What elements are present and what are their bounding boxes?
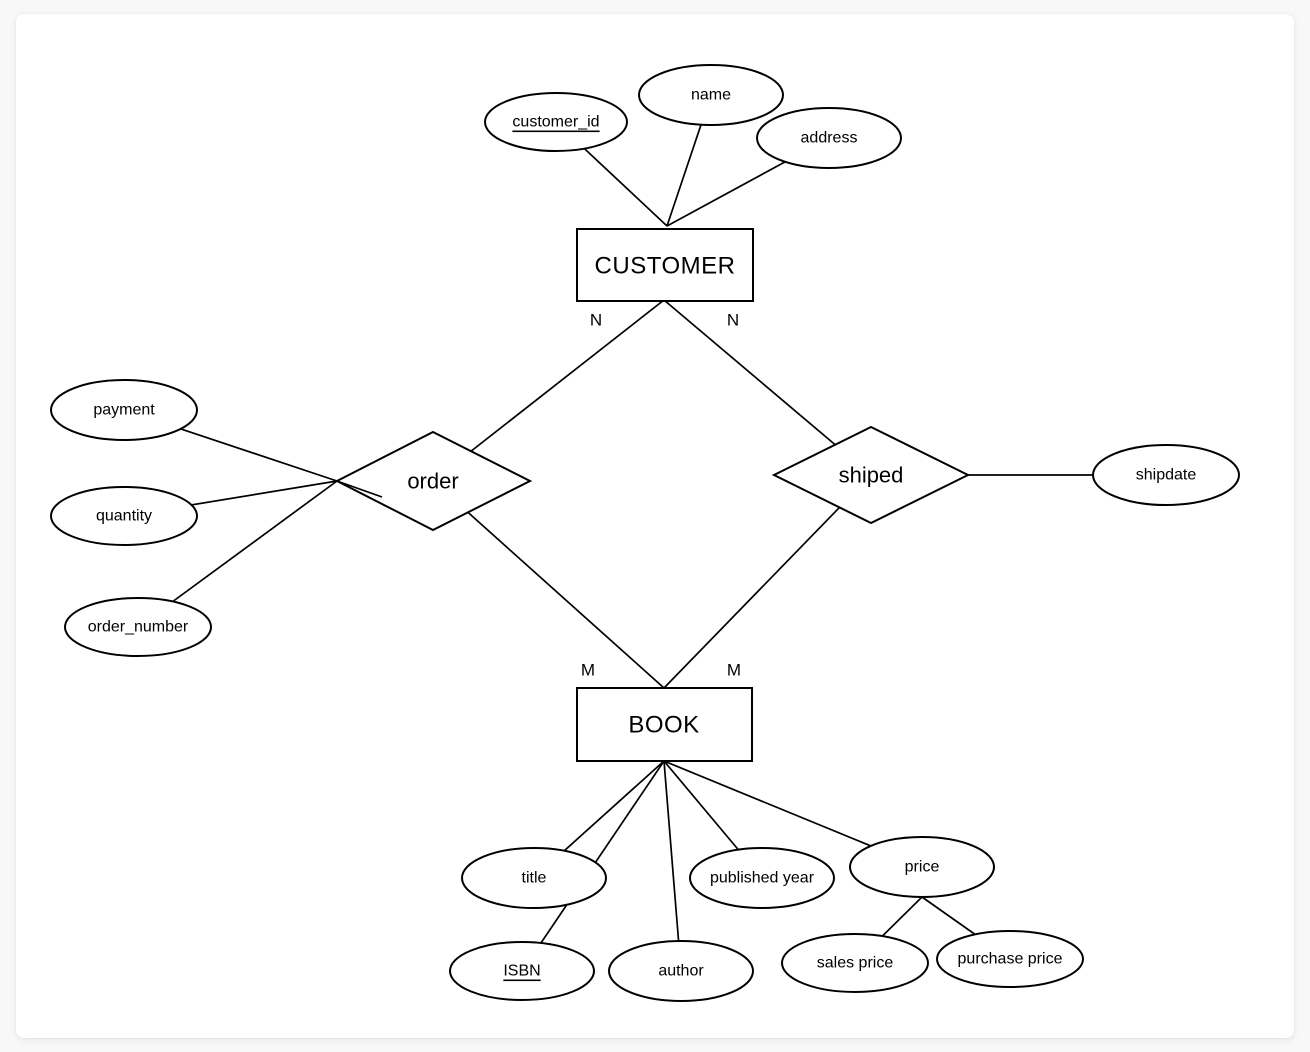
attribute-address: address — [756, 107, 902, 169]
edge-book-author — [663, 760, 682, 972]
attribute-sales-price-ellipse — [781, 933, 929, 993]
attribute-customer-id: customer_id — [484, 92, 628, 152]
attribute-published-year-label: published year — [710, 870, 815, 887]
connector-lines — [123, 94, 1166, 972]
entity-customer-label: CUSTOMER — [595, 253, 736, 280]
attribute-name: name — [638, 64, 784, 126]
attribute-order-number: order_number — [64, 597, 212, 657]
cardinality-book-order: M — [581, 661, 595, 680]
attribute-title-ellipse — [461, 847, 607, 909]
attribute-address-ellipse — [756, 107, 902, 169]
attribute-shipdate-ellipse — [1092, 444, 1240, 506]
cardinality-customer-shiped: N — [727, 311, 739, 330]
relationship-shiped-diamond — [771, 425, 971, 525]
cardinality-labels: N N M M — [581, 311, 741, 680]
attribute-price-ellipse — [849, 836, 995, 898]
relationship-order-label: order — [407, 469, 458, 494]
attribute-sales-price: sales price — [781, 933, 929, 993]
attribute-title: title — [461, 847, 607, 909]
diagram-page — [16, 14, 1294, 1038]
cardinality-customer-order: N — [590, 311, 602, 330]
relationship-order-diamond — [334, 430, 533, 532]
attribute-sales-price-label: sales price — [817, 955, 894, 972]
attribute-shipdate: shipdate — [1092, 444, 1240, 506]
relationship-order: order — [334, 430, 533, 532]
attribute-name-label: name — [691, 87, 731, 104]
attribute-order-number-ellipse — [64, 597, 212, 657]
edge-order-book — [432, 480, 665, 689]
relationship-shiped: shiped — [771, 425, 971, 525]
attribute-author-label: author — [658, 963, 704, 980]
attribute-isbn-label: ISBN — [503, 963, 540, 980]
attribute-quantity-ellipse — [50, 486, 198, 546]
entity-customer: CUSTOMER — [576, 228, 754, 302]
attribute-shipdate-label: shipdate — [1136, 467, 1197, 484]
attribute-name-ellipse — [638, 64, 784, 126]
attribute-customer-id-label: customer_id — [512, 114, 599, 131]
attribute-isbn: ISBN — [449, 941, 595, 1001]
attribute-author-ellipse — [608, 940, 754, 1002]
attribute-author: author — [608, 940, 754, 1002]
relationship-shiped-label: shiped — [839, 463, 904, 488]
attribute-quantity: quantity — [50, 486, 198, 546]
attribute-published-year-ellipse — [689, 847, 835, 909]
attribute-customer-id-ellipse — [484, 92, 628, 152]
attribute-payment: payment — [50, 379, 198, 441]
attribute-payment-label: payment — [93, 402, 155, 419]
attribute-price-label: price — [905, 859, 940, 876]
attribute-purchase-price-label: purchase price — [958, 951, 1063, 968]
entity-book-box — [576, 687, 753, 762]
entity-book: BOOK — [576, 687, 753, 762]
attribute-address-label: address — [801, 130, 858, 147]
entity-book-label: BOOK — [628, 712, 699, 739]
entity-customer-box — [576, 228, 754, 302]
cardinality-book-shiped: M — [727, 661, 741, 680]
attribute-isbn-ellipse — [449, 941, 595, 1001]
edge-shiped-book — [663, 474, 872, 689]
attribute-payment-ellipse — [50, 379, 198, 441]
attribute-order-number-label: order_number — [88, 619, 189, 636]
attribute-published-year: published year — [689, 847, 835, 909]
edge-payment-order-overshoot — [336, 480, 383, 498]
attribute-title-label: title — [522, 870, 547, 887]
attribute-purchase-price: purchase price — [936, 930, 1084, 988]
attribute-quantity-label: quantity — [96, 508, 152, 525]
attribute-purchase-price-ellipse — [936, 930, 1084, 988]
attribute-price: price — [849, 836, 995, 898]
